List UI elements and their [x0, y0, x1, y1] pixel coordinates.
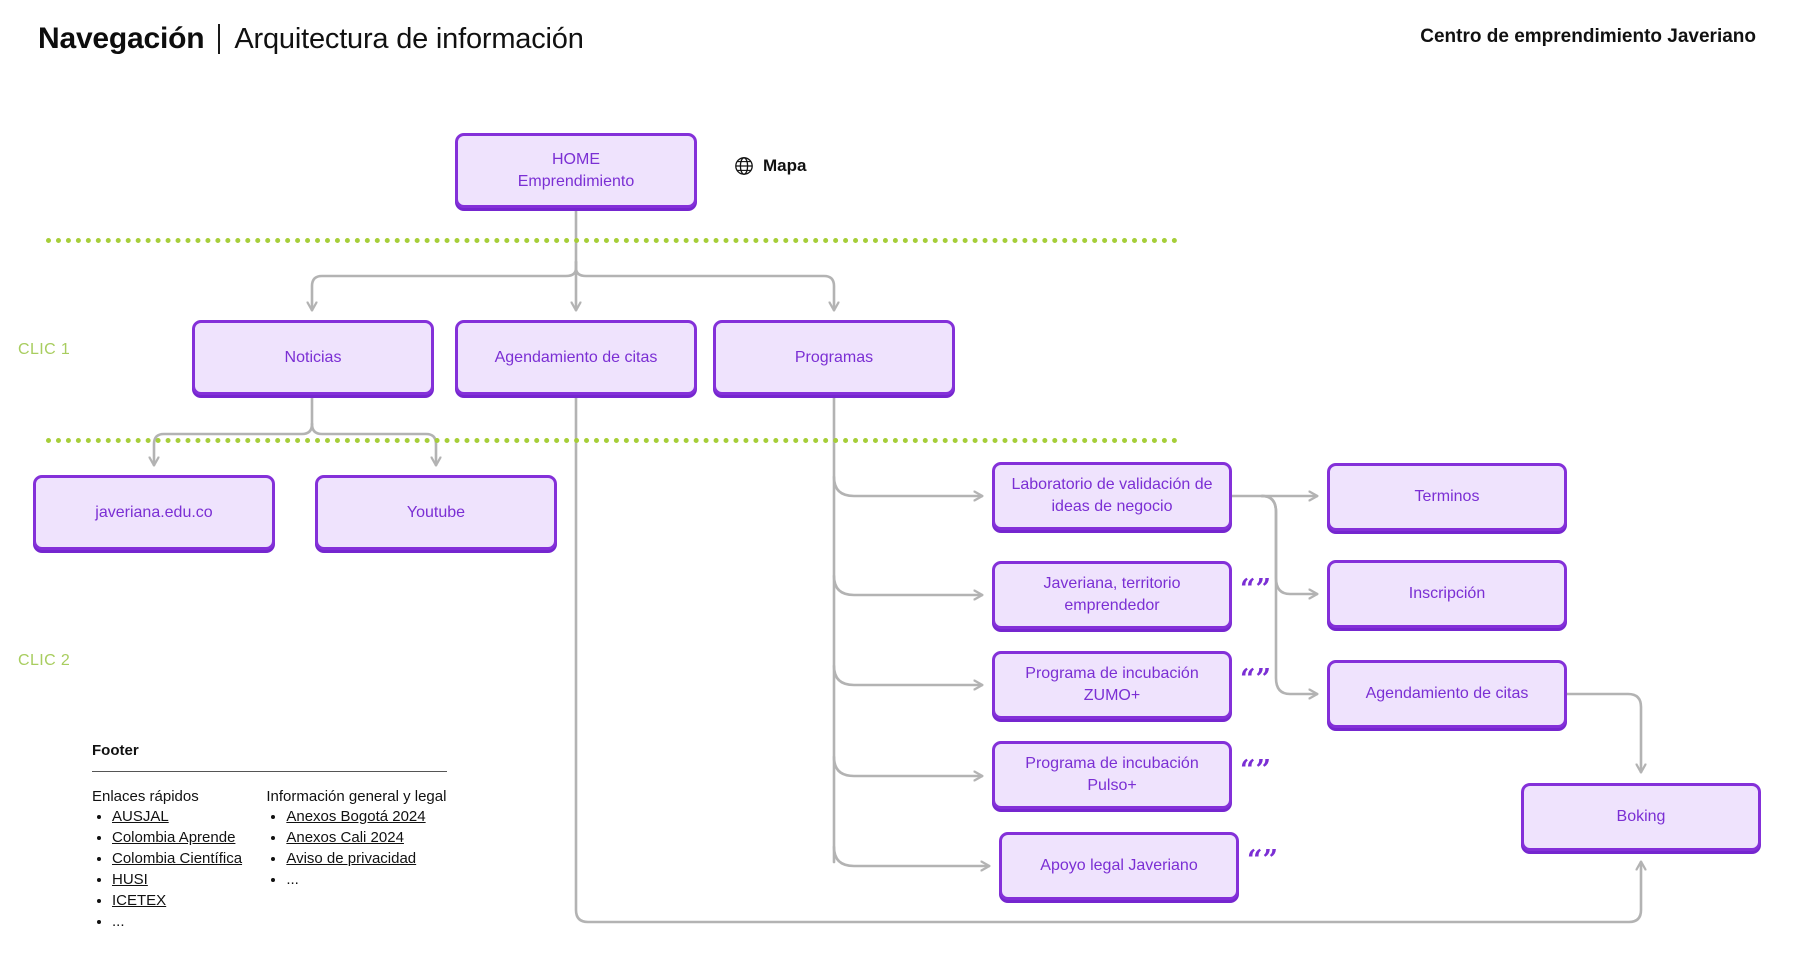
footer-link-label: Colombia Científica: [112, 849, 243, 867]
footer-link-label: ICETEX: [112, 891, 167, 909]
footer-divider: [92, 771, 447, 772]
globe-icon: [735, 157, 753, 175]
map-legend: Mapa: [734, 156, 806, 176]
node-label: Noticias: [284, 348, 342, 366]
node-label: Agendamiento de citas: [1365, 685, 1529, 703]
edge-home-programas: [574, 260, 834, 310]
node-label-secondary: emprendedor: [1064, 597, 1160, 614]
header-divider: [218, 24, 221, 54]
node-label-secondary: ideas de negocio: [1051, 498, 1173, 515]
node-terminos[interactable]: Terminos: [1327, 463, 1567, 531]
node-label: Agendamiento de citas: [494, 348, 658, 366]
node-inscripcion[interactable]: Inscripción: [1327, 560, 1567, 628]
node-label-secondary: ZUMO+: [1083, 687, 1141, 704]
edge-agendamiento2-boking: [1565, 692, 1641, 772]
quote-mark-zumo: “”: [1240, 664, 1272, 695]
node-javeriana[interactable]: javeriana.edu.co: [33, 475, 275, 550]
node-boking[interactable]: Boking: [1521, 783, 1761, 851]
node-label: Programa de incubación: [1025, 755, 1199, 773]
phase-label-clic2: CLIC 2: [18, 652, 71, 669]
footer-link-item[interactable]: Anexos Bogotá 2024: [286, 807, 452, 827]
node-label: Apoyo legal Javeriano: [1040, 857, 1198, 875]
node-label-secondary: Emprendimiento: [517, 172, 635, 190]
footer-link-list: Anexos Bogotá 2024Anexos Cali 2024Aviso …: [266, 807, 452, 890]
node-territorio[interactable]: Javeriana, territorio emprendedor: [992, 561, 1232, 629]
footer-link-item[interactable]: Colombia Aprende: [112, 828, 248, 848]
phase-divider-clic1: [46, 238, 1178, 243]
node-label: Programas: [794, 348, 874, 366]
footer-link-label: Aviso de privacidad: [286, 849, 417, 867]
footer-block: Footer Enlaces rápidos AUSJAL Colombia Ap…: [92, 742, 452, 933]
node-label: javeriana.edu.co: [95, 503, 213, 521]
footer-link-list: AUSJAL Colombia AprendeColombia Científic…: [92, 807, 248, 932]
page-subtitle: Arquitectura de información: [234, 22, 584, 55]
footer-link-item[interactable]: HUSI: [112, 870, 248, 890]
page-header: Navegación Arquitectura de información: [38, 22, 584, 56]
node-agendamiento2[interactable]: Agendamiento de citas: [1327, 660, 1567, 728]
footer-link-label: ...: [286, 870, 299, 888]
footer-link-item[interactable]: Colombia Científica: [112, 849, 248, 869]
edge-noticias-youtube: [310, 422, 436, 465]
footer-column-quick-links: Enlaces rápidos AUSJAL Colombia AprendeCo…: [92, 788, 248, 933]
edge-programas-territorio: [832, 574, 982, 595]
map-legend-label: Mapa: [763, 156, 807, 175]
footer-column-legal: Información general y legal Anexos Bogot…: [266, 788, 452, 933]
node-label: Programa de incubación: [1025, 665, 1199, 683]
node-label: Youtube: [406, 503, 466, 521]
footer-link-label: HUSI: [112, 870, 148, 888]
footer-column-heading: Información general y legal: [266, 788, 447, 805]
footer-link-label: Anexos Cali 2024: [286, 828, 404, 846]
phase-label-clic1: CLIC 1: [18, 341, 71, 358]
footer-link-label: Colombia Aprende: [112, 828, 236, 846]
node-label: Javeriana, territorio: [1043, 575, 1181, 593]
edge-programas-zumo: [832, 664, 982, 685]
footer-link-item[interactable]: Aviso de privacidad: [286, 849, 452, 869]
node-label-secondary: Pulso+: [1087, 777, 1137, 794]
footer-link-label: Anexos Bogotá 2024: [286, 808, 426, 825]
quote-mark-pulso: “”: [1240, 755, 1272, 786]
quote-mark-apoyo: “”: [1247, 845, 1279, 876]
footer-link-item[interactable]: AUSJAL: [112, 807, 248, 827]
edge-noticias-javeriana: [154, 422, 314, 465]
node-youtube[interactable]: Youtube: [315, 475, 557, 550]
edge-programas-apoyo: [832, 845, 989, 866]
node-home[interactable]: HOME Emprendimiento: [455, 133, 697, 208]
footer-link-item[interactable]: ...: [286, 870, 452, 890]
node-label: Laboratorio de validación de: [1011, 476, 1213, 494]
footer-link-item[interactable]: ICETEX: [112, 891, 248, 911]
brand-label: Centro de emprendimiento Javeriano: [1420, 26, 1756, 47]
edge-programas-laboratorio: [832, 475, 982, 496]
edge-programas-pulso: [832, 755, 982, 776]
node-label: Inscripción: [1408, 585, 1486, 603]
footer-link-item[interactable]: Anexos Cali 2024: [286, 828, 452, 848]
footer-link-label: ...: [112, 912, 125, 930]
node-agendamiento1[interactable]: Agendamiento de citas: [455, 320, 697, 395]
node-programas[interactable]: Programas: [713, 320, 955, 395]
node-label: Terminos: [1414, 488, 1480, 506]
quote-mark-territorio: “”: [1240, 574, 1272, 605]
node-label: HOME: [552, 150, 600, 168]
node-label: Boking: [1616, 808, 1666, 826]
node-noticias[interactable]: Noticias: [192, 320, 434, 395]
phase-divider-clic2: [46, 438, 1178, 443]
footer-link-item[interactable]: ...: [112, 912, 248, 932]
page-title: Navegación: [38, 22, 205, 55]
edge-home-noticias: [312, 260, 578, 310]
node-laboratorio[interactable]: Laboratorio de validación de ideas de neg…: [992, 462, 1232, 530]
footer-title: Footer: [92, 742, 139, 759]
node-apoyo[interactable]: Apoyo legal Javeriano: [999, 832, 1239, 900]
footer-column-heading: Enlaces rápidos: [92, 788, 199, 805]
footer-link-label: AUSJAL: [112, 808, 169, 825]
